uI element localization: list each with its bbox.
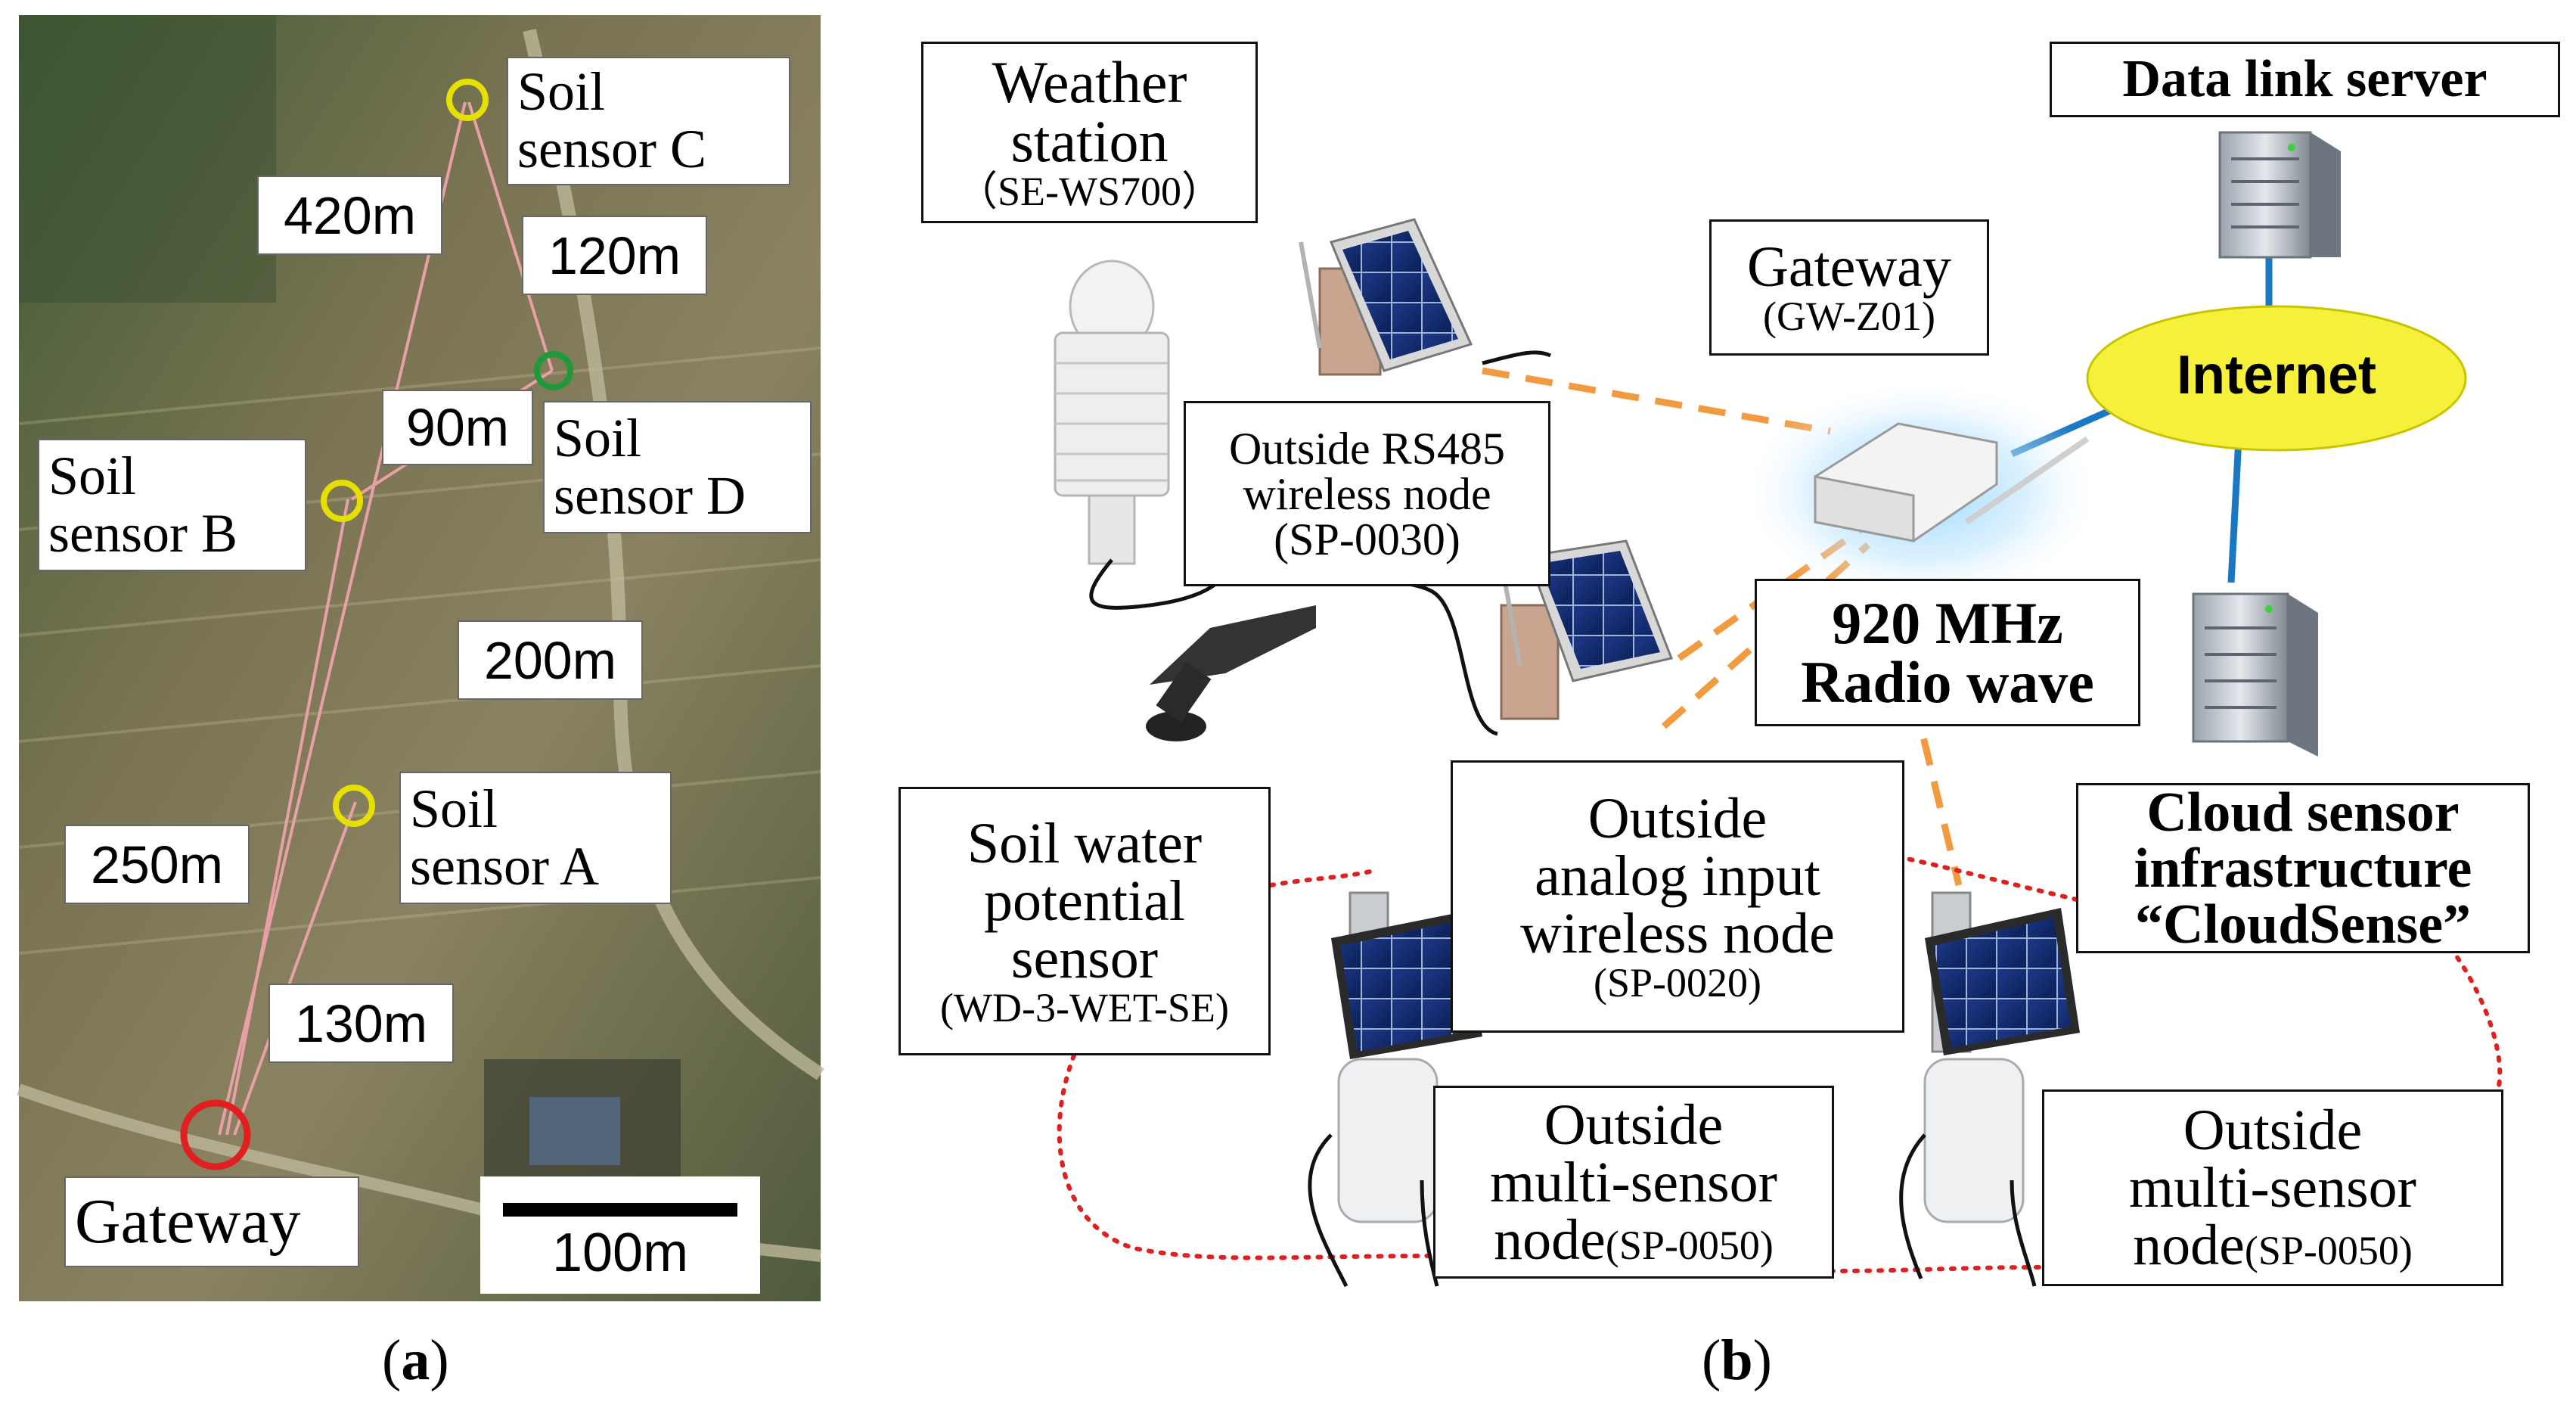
label-sensor-d-line1: Soil xyxy=(554,407,642,468)
label-gateway-a: Gateway xyxy=(64,1176,359,1267)
label-sensor-a: Soil sensor A xyxy=(399,772,672,904)
label-sensor-c-line1: Soil xyxy=(517,61,606,123)
scale-box xyxy=(480,1176,760,1294)
label-sensor-b-line1: Soil xyxy=(48,445,137,506)
cloud-line3: “CloudSense” xyxy=(2134,893,2472,956)
label-dist-120: 120m xyxy=(522,216,707,295)
multi2-line3: node xyxy=(2133,1214,2245,1277)
sensor-links xyxy=(218,101,554,1136)
cloud-line2: infrastructure xyxy=(2134,837,2472,900)
data-link-server-icon xyxy=(2218,131,2341,259)
label-multi-sensor-node-1: Outside multi-sensor node(SP-0050) xyxy=(1433,1086,1834,1279)
label-cloudsense: Cloud sensor infrastructure “CloudSense” xyxy=(2076,783,2530,953)
label-rs485-node: Outside RS485 wireless node (SP-0030) xyxy=(1184,401,1550,586)
caption-a-letter: a xyxy=(401,1329,430,1392)
cloudsense-server-icon xyxy=(2192,592,2318,757)
cloud-line1: Cloud sensor xyxy=(2146,781,2460,844)
label-data-link-server: Data link server xyxy=(2050,42,2560,117)
soil-water-line2: potential xyxy=(984,869,1185,933)
gateway-b-model: (GW-Z01) xyxy=(1763,294,1935,339)
multi1-line2: multi-sensor xyxy=(1490,1150,1777,1214)
label-sensor-a-line2: sensor A xyxy=(410,835,599,897)
label-sensor-a-line1: Soil xyxy=(410,778,498,839)
multi2-model: (SP-0050) xyxy=(2244,1228,2413,1273)
rs485-line2: wireless node xyxy=(1243,468,1491,519)
weather-station-device xyxy=(1054,260,1170,565)
soil-water-line3: sensor xyxy=(1010,926,1159,990)
label-dist-130: 130m xyxy=(268,984,454,1063)
rs485-line1: Outside RS485 xyxy=(1228,423,1506,474)
label-soil-water-sensor: Soil water potential sensor (WD-3-WET-SE… xyxy=(898,787,1271,1055)
label-sensor-c-line2: sensor C xyxy=(517,119,706,179)
sensor-a-marker xyxy=(333,785,375,827)
caption-b: (b) xyxy=(1702,1329,1772,1392)
multi1-model: (SP-0050) xyxy=(1605,1222,1774,1268)
label-sensor-b: Soil sensor B xyxy=(38,439,306,571)
label-sensor-b-line2: sensor B xyxy=(48,502,237,564)
multi1-line1: Outside xyxy=(1544,1092,1724,1157)
sensor-d-marker xyxy=(534,351,573,390)
scale-bar xyxy=(503,1203,737,1217)
label-multi-sensor-node-2: Outside multi-sensor node(SP-0050) xyxy=(2042,1089,2503,1286)
weather-station-line2: station xyxy=(1010,108,1169,174)
sensor-c-marker xyxy=(446,79,489,121)
caption-a: (a) xyxy=(382,1329,449,1392)
analog-node-device xyxy=(1500,539,1674,720)
label-analog-node: Outside analog input wireless node (SP-0… xyxy=(1451,760,1904,1033)
rs485-model: (SP-0030) xyxy=(1274,514,1460,564)
analog-model: (SP-0020) xyxy=(1593,960,1761,1005)
label-sensor-c: Soil sensor C xyxy=(507,57,790,185)
weather-station-model: （SE-WS700） xyxy=(957,169,1222,214)
soil-water-model: (WD-3-WET-SE) xyxy=(940,984,1229,1030)
multi-sensor-node-1-device xyxy=(1308,891,1482,1288)
multi1-line3: node xyxy=(1494,1207,1606,1272)
label-dist-90: 90m xyxy=(382,390,533,465)
label-sensor-d: Soil sensor D xyxy=(543,401,812,533)
sensor-b-marker xyxy=(321,480,363,522)
multi-sensor-node-2-device xyxy=(1899,891,2080,1287)
label-dist-200: 200m xyxy=(458,620,643,700)
internet-cloud xyxy=(2086,305,2467,452)
label-gateway-b: Gateway (GW-Z01) xyxy=(1709,219,1989,356)
soil-water-line1: Soil water xyxy=(967,811,1203,875)
label-weather-station: Weather station （SE-WS700） xyxy=(921,42,1258,223)
label-sensor-d-line2: sensor D xyxy=(554,465,746,526)
internet-label: Internet xyxy=(2176,345,2377,406)
gateway-device xyxy=(1740,378,2103,605)
label-radio-wave: 920 MHz Radio wave xyxy=(1755,579,2140,726)
label-dist-250: 250m xyxy=(64,825,250,904)
scale-label: 100m xyxy=(551,1223,689,1283)
multi2-line2: multi-sensor xyxy=(2129,1156,2416,1220)
radio-line2: Radio wave xyxy=(1801,648,2094,715)
gateway-marker xyxy=(180,1099,251,1170)
label-dist-420: 420m xyxy=(257,176,442,255)
weather-station-line1: Weather xyxy=(992,49,1187,115)
caption-b-letter: b xyxy=(1721,1329,1753,1392)
multi2-line1: Outside xyxy=(2183,1099,2363,1162)
gateway-b-line1: Gateway xyxy=(1746,235,1952,299)
rs485-node-device xyxy=(1299,218,1473,376)
soil-probe-device xyxy=(1146,605,1316,741)
analog-line2: analog input xyxy=(1535,844,1820,908)
radio-line1: 920 MHz xyxy=(1832,589,2063,656)
analog-line1: Outside xyxy=(1587,787,1768,850)
label-gateway-a-text: Gateway xyxy=(75,1186,301,1257)
analog-line3: wireless node xyxy=(1520,902,1835,965)
